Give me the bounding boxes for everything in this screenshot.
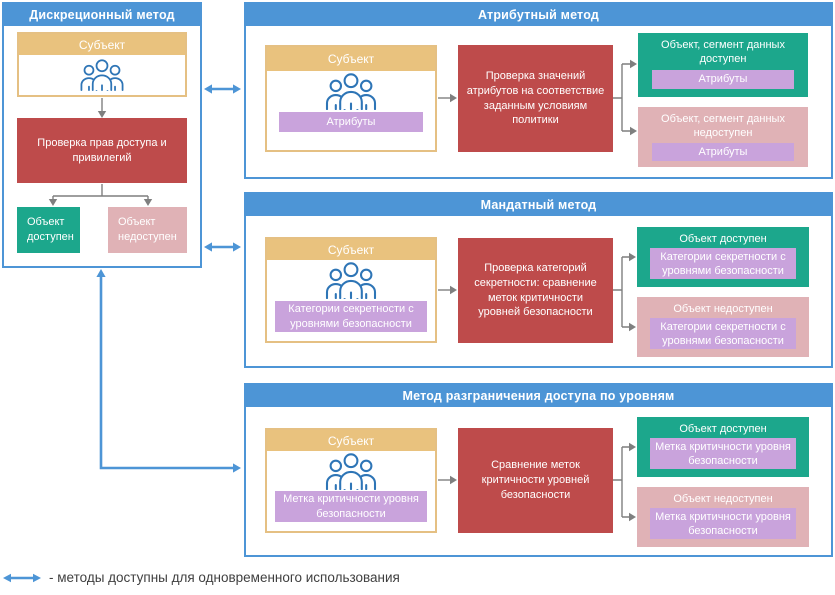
check-box: Сравнение меток критичности уровней безо…: [458, 428, 613, 533]
subject-icon-area: [267, 71, 435, 112]
method-block-levels: Метод разграничения доступа по уровням С…: [244, 383, 833, 557]
granted-box: Объект доступен Метка критичности уровня…: [637, 417, 809, 477]
denied-box: Объект недоступен Категории секретности …: [637, 297, 809, 357]
denied-label: Объект недоступен: [673, 493, 773, 505]
subject-box: Субъект Атрибуты: [265, 45, 437, 152]
granted-label: Объект доступен: [679, 423, 767, 435]
people-group-icon: [323, 73, 379, 110]
denied-tag: Атрибуты: [652, 142, 794, 161]
subject-box: Субъект Метка критичности уровня безопас…: [265, 428, 437, 533]
denied-label: Объект недоступен: [118, 216, 177, 243]
method-block-attribute: Атрибутный метод Субъект Атрибуты Провер…: [244, 2, 833, 179]
legend: - методы доступны для одновременного исп…: [2, 570, 400, 585]
granted-label: Объект, сегмент данных доступен: [661, 39, 785, 66]
denied-tag: Метка критичности уровня безопасности: [650, 508, 796, 540]
subject-label: Субъект: [267, 430, 435, 451]
denied-label: Объект, сегмент данных недоступен: [661, 113, 785, 140]
people-group-icon: [78, 59, 126, 91]
granted-box: Объект доступен Категории секретности с …: [637, 227, 809, 287]
check-box: Проверка значений атрибутов на соответст…: [458, 45, 613, 152]
double-arrow-icon: [3, 573, 41, 582]
subject-icon-area: [19, 55, 185, 95]
subject-box: Субъект: [17, 32, 187, 97]
subject-label: Субъект: [267, 47, 435, 71]
granted-label: Объект доступен: [27, 216, 74, 243]
method-title-discretionary: Дискреционный метод: [4, 4, 200, 26]
subject-tag: Категории секретности с уровнями безопас…: [275, 301, 427, 332]
denied-box: Объект недоступен Метка критичности уров…: [637, 487, 809, 547]
method-title-attribute: Атрибутный метод: [246, 4, 831, 26]
subject-label: Субъект: [19, 34, 185, 55]
subject-icon-area: [267, 451, 435, 491]
check-box: Проверка категорий секретности: сравнени…: [458, 238, 613, 343]
legend-text: - методы доступны для одновременного исп…: [49, 570, 400, 585]
method-block-discretionary: Дискреционный метод Субъект Проверка пра…: [2, 2, 202, 268]
denied-label: Объект недоступен: [673, 303, 773, 315]
denied-tag: Категории секретности с уровнями безопас…: [650, 318, 796, 350]
people-group-icon: [323, 453, 379, 490]
subject-label: Субъект: [267, 239, 435, 260]
granted-label: Объект доступен: [679, 233, 767, 245]
denied-box: Объект недоступен: [108, 207, 187, 253]
denied-box: Объект, сегмент данных недоступен Атрибу…: [638, 107, 808, 167]
people-group-icon: [323, 262, 379, 299]
granted-tag: Категории секретности с уровнями безопас…: [650, 248, 796, 280]
subject-box: Субъект Категории секретности с уровнями…: [265, 237, 437, 343]
check-box: Проверка прав доступа и привилегий: [17, 118, 187, 183]
granted-box: Объект доступен: [17, 207, 80, 253]
granted-tag: Атрибуты: [652, 69, 794, 89]
subject-tag: Атрибуты: [279, 112, 423, 132]
subject-tag: Метка критичности уровня безопасности: [275, 491, 427, 522]
method-title-mandatory: Мандатный метод: [246, 194, 831, 216]
granted-box: Объект, сегмент данных доступен Атрибуты: [638, 33, 808, 97]
granted-tag: Метка критичности уровня безопасности: [650, 438, 796, 470]
subject-icon-area: [267, 260, 435, 301]
method-title-levels: Метод разграничения доступа по уровням: [246, 385, 831, 407]
method-block-mandatory: Мандатный метод Субъект Категории секрет…: [244, 192, 833, 368]
